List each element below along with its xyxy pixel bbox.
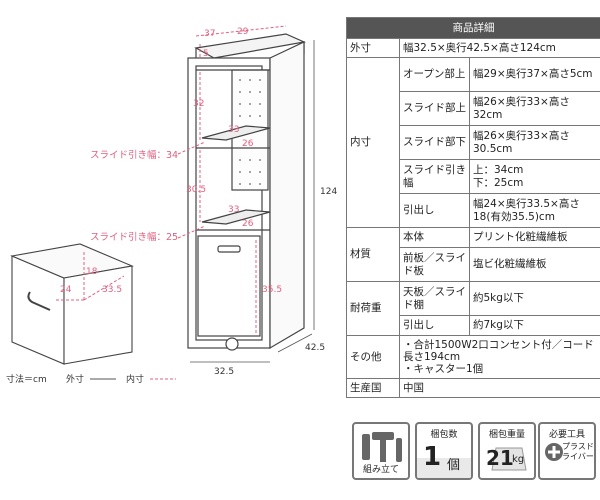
- pack-count-label: 梱包数: [430, 430, 458, 440]
- required-tools-badge: 必要工具 プラスドライバー: [538, 422, 596, 480]
- material-row-sub: 前板／スライド板: [399, 247, 470, 282]
- dim-slide-lower-height: 30.5: [186, 185, 206, 195]
- inner-row-val: 幅26×奥行33×高さ32cm: [468, 91, 600, 126]
- dim-total-height: 124: [320, 187, 337, 197]
- material-row-val: プリント化粧繊維板: [468, 227, 600, 248]
- drawer-detail-drawing: [10, 243, 134, 365]
- inner-row-sub: 引出し: [399, 193, 470, 228]
- load-row-val: 約5kg以下: [468, 281, 600, 316]
- legend-unit: 寸法＝cm: [6, 373, 47, 385]
- dim-top-width: 29: [237, 27, 249, 37]
- inner-row-sub: オープン部上: [399, 57, 470, 92]
- outer-dimension-lines: [190, 40, 315, 363]
- pack-count-unit: 個: [447, 458, 461, 473]
- origin-label: 生産国: [346, 378, 400, 398]
- legend-outer: 外寸: [66, 373, 84, 385]
- pack-weight-value: 21: [486, 446, 514, 470]
- load-label: 耐荷重: [346, 281, 400, 336]
- dim-bottom-width: 32.5: [214, 367, 234, 377]
- dim-slide-lower-depth: 33: [228, 205, 239, 215]
- inner-row-val: 幅26×奥行33×高さ30.5cm: [468, 125, 600, 160]
- assembly-text: 組み立て: [362, 465, 399, 475]
- inner-row-sub: スライド引き幅: [399, 159, 470, 194]
- load-row-sub: 天板／スライド棚: [399, 281, 470, 316]
- inner-size-label: 内寸: [346, 57, 400, 228]
- product-dimension-illustration: 29 37 5 32 33 26 30.5 33 26 35.5 124 42.…: [6, 25, 337, 385]
- pack-weight-badge: 梱包重量 21 kg: [478, 422, 536, 480]
- origin-value: 中国: [398, 378, 600, 398]
- outer-size-label: 外寸: [346, 38, 400, 58]
- pack-weight-label: 梱包重量: [488, 430, 525, 440]
- pack-box-shape: [417, 458, 471, 478]
- other-label: その他: [346, 335, 400, 379]
- dim-drawer-d: 33.5: [102, 285, 122, 295]
- dim-slide-lower-width: 26: [242, 219, 254, 229]
- dim-drawer-h: 18: [86, 267, 98, 277]
- dimension-legend: 寸法＝cm 外寸 内寸: [6, 373, 176, 385]
- tools-value: プラスドライバー: [562, 442, 594, 461]
- other-value: ・合計1500W2口コンセント付／コード長さ194cm ・キャスター1個: [398, 335, 600, 379]
- tools-icon: [362, 432, 402, 462]
- inner-row-sub: スライド部下: [399, 125, 470, 160]
- assembly-badge: 組み立て: [352, 422, 410, 480]
- pack-count-value: 1: [423, 442, 442, 472]
- weight-icon: [491, 447, 527, 471]
- load-row-sub: 引出し: [399, 315, 470, 336]
- cabinet-drawing: [187, 33, 307, 351]
- tools-label: 必要工具: [548, 430, 585, 440]
- legend-inner: 内寸: [126, 373, 144, 385]
- dim-slide-upper-width: 26: [242, 139, 254, 149]
- dim-slide-upper-depth: 33: [228, 125, 239, 135]
- dim-depth-top: 37: [204, 29, 215, 39]
- dim-opening-height: 32: [193, 99, 204, 109]
- load-row-val: 約7kg以下: [468, 315, 600, 336]
- material-label: 材質: [346, 227, 400, 282]
- drawer-dimension-lines: [56, 252, 125, 301]
- inner-dimension-lines: [177, 25, 287, 334]
- material-row-val: 塩ビ化粧繊維板: [468, 247, 600, 282]
- dim-gap-small: 5: [203, 49, 209, 59]
- slide-label-upper: スライド引き幅：34: [90, 149, 178, 161]
- dim-drawer-w: 24: [60, 285, 72, 295]
- inner-row-val: 幅24×奥行33.5×高さ18(有効35.5)cm: [468, 193, 600, 228]
- spec-title: 商品詳細: [345, 17, 600, 39]
- material-row-sub: 本体: [399, 227, 470, 248]
- inner-row-sub: スライド部上: [399, 91, 470, 126]
- plus-screwdriver-icon: [545, 443, 563, 461]
- inner-row-val: 幅29×奥行37×高さ5cm: [468, 57, 600, 92]
- slide-label-lower: スライド引き幅：25: [90, 231, 178, 243]
- inner-row-val: 上：34cm 下：25cm: [468, 159, 600, 194]
- pack-weight-unit: kg: [512, 454, 525, 465]
- pegboard-dots: [239, 79, 261, 185]
- pack-count-badge: 梱包数 1 個: [415, 422, 473, 480]
- product-spec-table: 商品詳細 外寸 幅32.5×奥行42.5×高さ124cm 内寸 オープン部上 幅…: [345, 17, 600, 398]
- dim-drawer-height: 35.5: [262, 285, 282, 295]
- outer-size-value: 幅32.5×奥行42.5×高さ124cm: [398, 38, 600, 58]
- dim-depth-bottom: 42.5: [305, 343, 325, 353]
